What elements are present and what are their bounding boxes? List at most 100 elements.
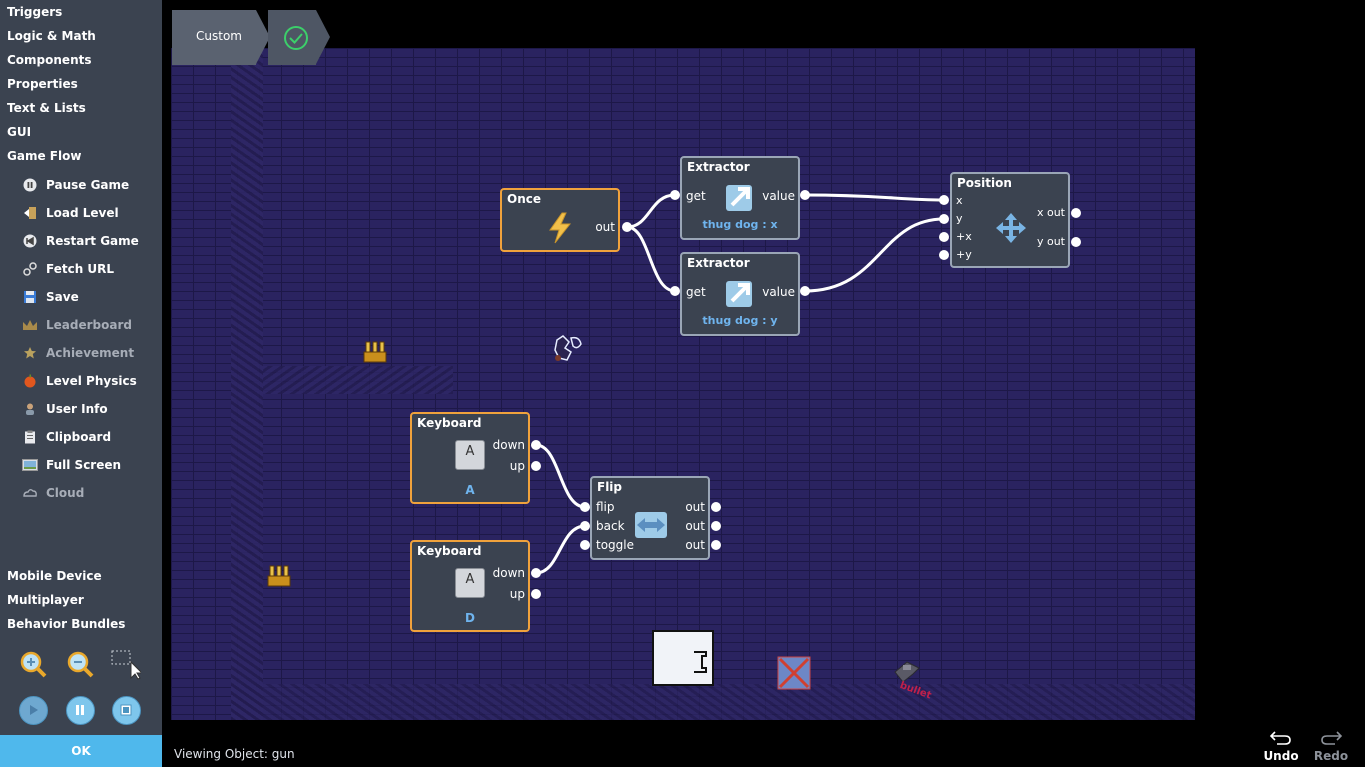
tab-divider <box>316 10 330 64</box>
flip-flip-port[interactable] <box>580 502 590 512</box>
sidebar-item-achievement[interactable]: Achievement <box>22 344 134 362</box>
sidebar-item-fetch-url[interactable]: Fetch URL <box>22 260 114 278</box>
zoom-in-button[interactable] <box>18 649 48 679</box>
sidebar-item-clipboard[interactable]: Clipboard <box>22 428 111 446</box>
confirm-tab[interactable] <box>268 10 316 65</box>
keyboard-up-port[interactable] <box>531 461 541 471</box>
gun-sprite[interactable] <box>891 656 941 700</box>
sidebar-item-user-info[interactable]: User Info <box>22 400 108 418</box>
tab-custom[interactable]: Custom <box>172 10 256 65</box>
extractor-node[interactable]: Extractor get value thug dog : y <box>680 252 800 336</box>
category-properties[interactable]: Properties <box>7 77 78 91</box>
sidebar-item-load-level[interactable]: Load Level <box>22 204 119 222</box>
keyboard-down-port[interactable] <box>531 568 541 578</box>
select-tool-button[interactable] <box>111 649 141 680</box>
category-triggers[interactable]: Triggers <box>7 5 63 19</box>
zoom-out-icon <box>67 651 94 678</box>
crossed-box-icon[interactable] <box>777 656 811 690</box>
position-plus-y-port[interactable] <box>939 250 949 260</box>
keycap-icon: A <box>455 568 485 598</box>
keyboard-up-port[interactable] <box>531 589 541 599</box>
flip-toggle-port[interactable] <box>580 540 590 550</box>
port-label-plus-x: +x <box>956 230 972 243</box>
port-label-out: out <box>685 519 705 533</box>
sidebar-item-label: User Info <box>46 402 108 416</box>
stop-icon <box>111 695 141 725</box>
position-node[interactable]: Position x y +x +y x out y out <box>950 172 1070 268</box>
node-title: Keyboard <box>417 416 482 430</box>
keyboard-node[interactable]: Keyboard A down up D <box>410 540 530 632</box>
extractor-get-port[interactable] <box>670 286 680 296</box>
once-node[interactable]: Once out <box>500 188 620 252</box>
port-label-out: out <box>685 500 705 514</box>
extractor-value-port[interactable] <box>800 286 810 296</box>
extractor-get-port[interactable] <box>670 190 680 200</box>
crown-icon <box>22 317 38 333</box>
category-mobile-device[interactable]: Mobile Device <box>7 569 102 583</box>
key-binding-label: A <box>465 483 475 497</box>
category-game-flow[interactable]: Game Flow <box>7 149 82 163</box>
sidebar-item-label: Pause Game <box>46 178 130 192</box>
port-label-out: out <box>685 538 705 552</box>
category-gui[interactable]: GUI <box>7 125 32 139</box>
category-logic-math[interactable]: Logic & Math <box>7 29 96 43</box>
sidebar-item-full-screen[interactable]: Full Screen <box>22 456 121 474</box>
level-canvas[interactable]: bullet <box>171 48 1195 720</box>
sidebar-item-label: Achievement <box>46 346 135 360</box>
keyboard-node[interactable]: Keyboard A down up A <box>410 412 530 504</box>
ammo-crate-icon[interactable] <box>363 340 387 364</box>
tab-divider <box>256 10 270 64</box>
extractor-node[interactable]: Extractor get value thug dog : x <box>680 156 800 240</box>
once-out-port[interactable] <box>622 222 632 232</box>
port-label-back: back <box>596 519 625 533</box>
white-block-object[interactable] <box>652 630 714 686</box>
zoom-out-button[interactable] <box>65 649 95 679</box>
flip-out-port[interactable] <box>711 521 721 531</box>
thug-dog-sprite[interactable] <box>551 334 585 364</box>
sidebar-item-level-physics[interactable]: Level Physics <box>22 372 137 390</box>
redo-button[interactable]: Redo <box>1313 729 1349 763</box>
node-title: Flip <box>597 480 623 494</box>
category-components[interactable]: Components <box>7 53 92 67</box>
key-binding-label: D <box>465 611 475 625</box>
sidebar-item-save[interactable]: Save <box>22 288 79 306</box>
selection-cursor-icon <box>111 650 141 680</box>
position-x-out-port[interactable] <box>1071 208 1081 218</box>
pause-button[interactable] <box>65 695 95 725</box>
extract-arrow-icon <box>726 281 752 307</box>
stop-button[interactable] <box>111 695 141 725</box>
sidebar-item-restart-game[interactable]: Restart Game <box>22 232 139 250</box>
flip-out-port[interactable] <box>711 502 721 512</box>
viewing-object-status: Viewing Object: gun <box>174 747 295 761</box>
port-label-value: value <box>762 285 795 299</box>
position-y-out-port[interactable] <box>1071 237 1081 247</box>
port-label-down: down <box>492 566 525 580</box>
category-behavior-bundles[interactable]: Behavior Bundles <box>7 617 126 631</box>
clipboard-icon <box>22 429 38 445</box>
keycap-label: A <box>465 444 475 459</box>
category-multiplayer[interactable]: Multiplayer <box>7 593 84 607</box>
ammo-crate-icon[interactable] <box>267 564 291 588</box>
sidebar-item-leaderboard[interactable]: Leaderboard <box>22 316 132 334</box>
position-plus-x-port[interactable] <box>939 232 949 242</box>
play-button[interactable] <box>18 695 48 725</box>
keyboard-down-port[interactable] <box>531 440 541 450</box>
pause-icon <box>22 177 38 193</box>
flip-out-port[interactable] <box>711 540 721 550</box>
sidebar-item-cloud[interactable]: Cloud <box>22 484 84 502</box>
undo-button[interactable]: Undo <box>1263 729 1299 763</box>
flip-node[interactable]: Flip flip back toggle out out out <box>590 476 710 560</box>
port-label-get: get <box>686 285 706 299</box>
node-title: Once <box>507 192 541 206</box>
node-title: Extractor <box>687 256 750 270</box>
flip-back-port[interactable] <box>580 521 590 531</box>
ok-button[interactable]: OK <box>0 735 162 767</box>
port-label-x: x <box>956 194 963 207</box>
sidebar-item-pause-game[interactable]: Pause Game <box>22 176 129 194</box>
position-x-port[interactable] <box>939 195 949 205</box>
extractor-value-port[interactable] <box>800 190 810 200</box>
port-label-plus-y: +y <box>956 248 972 261</box>
flip-arrows-icon <box>635 512 667 538</box>
category-text-lists[interactable]: Text & Lists <box>7 101 86 115</box>
position-y-port[interactable] <box>939 214 949 224</box>
